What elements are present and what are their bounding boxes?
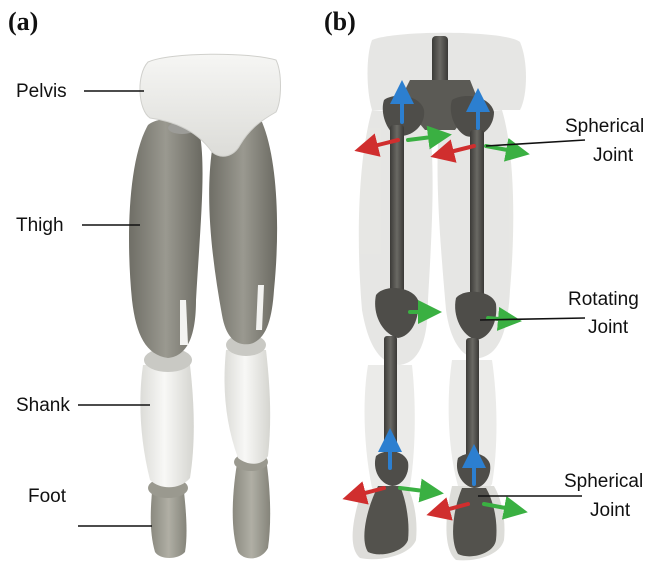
- left-shank-bar: [384, 336, 397, 456]
- label-thigh: Thigh: [16, 215, 64, 236]
- right-thigh-bar: [470, 130, 484, 300]
- left-thigh: [129, 119, 203, 358]
- panel-a-label: (a): [8, 7, 38, 36]
- label-foot: Foot: [28, 486, 67, 507]
- right-foot: [233, 458, 270, 558]
- panel-b-label: (b): [324, 7, 356, 36]
- left-thigh-bar: [390, 125, 404, 295]
- label-rotating-line2: Joint: [588, 317, 629, 338]
- label-spherical-ankle-line1: Spherical: [564, 471, 643, 492]
- panel-b: (b): [324, 7, 644, 560]
- right-foot-frame: [453, 488, 496, 556]
- label-spherical-ankle-line2: Joint: [590, 500, 631, 521]
- skeleton-leg-model: [353, 33, 526, 561]
- label-spherical-hip-line1: Spherical: [565, 116, 644, 137]
- right-shank-bar: [466, 338, 479, 458]
- label-rotating-line1: Rotating: [568, 289, 639, 310]
- solid-leg-model: [129, 54, 280, 558]
- left-shank: [140, 365, 193, 487]
- right-shank: [225, 350, 271, 464]
- label-shank: Shank: [16, 395, 70, 416]
- pelvis-post: [432, 36, 448, 84]
- label-spherical-hip-line2: Joint: [593, 145, 634, 166]
- label-pelvis: Pelvis: [16, 81, 67, 102]
- left-foot: [151, 492, 187, 558]
- panel-a: (a) Pelvis Thig: [8, 7, 281, 558]
